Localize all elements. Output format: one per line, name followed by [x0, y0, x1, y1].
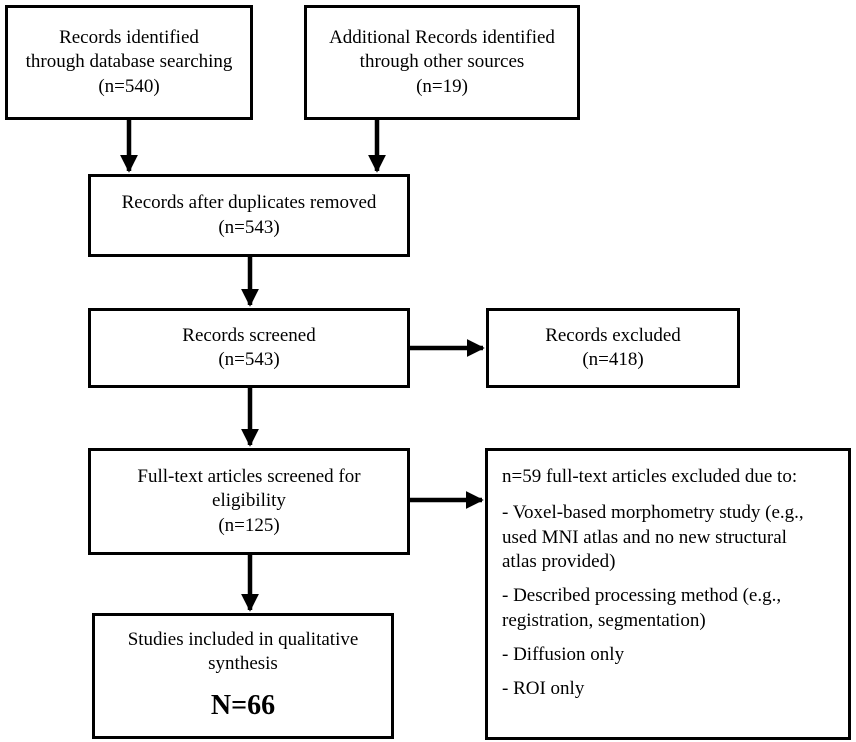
box-text: through database searching	[25, 51, 233, 73]
box-text: Records identified	[59, 27, 199, 49]
exclusion-reason-line: used MNI atlas and no new structural	[502, 526, 787, 548]
exclusion-reason-roi: - ROI only	[502, 677, 584, 701]
full-text-screened-box: Full-text articles screened for eligibil…	[88, 448, 410, 555]
box-count: (n=19)	[416, 75, 468, 97]
box-text: Records excluded	[545, 324, 681, 346]
exclusion-reason-vbm: - Voxel-based morphometry study (e.g., u…	[502, 501, 804, 574]
studies-included-box: Studies included in qualitative synthesi…	[92, 613, 394, 739]
box-text: Records screened	[182, 324, 316, 346]
box-count: (n=540)	[98, 75, 160, 97]
box-count: (n=543)	[218, 349, 280, 370]
box-count: (n=543)	[218, 216, 280, 238]
exclusion-reason-line: - Described processing method (e.g.,	[502, 585, 782, 607]
exclusion-reason-line: atlas provided)	[502, 550, 616, 572]
box-text: Full-text articles screened for	[137, 466, 361, 488]
box-count: (n=418)	[582, 349, 644, 370]
records-screened-box: Records screened (n=543)	[88, 308, 410, 388]
records-identified-database-box: Records identified through database sear…	[5, 5, 253, 120]
box-text: Records after duplicates removed	[121, 192, 377, 214]
box-text: eligibility	[212, 490, 286, 512]
box-count: (n=125)	[218, 514, 280, 536]
exclusion-heading: n=59 full-text articles excluded due to:	[502, 466, 798, 487]
exclusion-reason-diffusion: - Diffusion only	[502, 643, 624, 667]
records-identified-other-box: Additional Records identified through ot…	[304, 5, 580, 120]
included-total: N=66	[210, 690, 276, 722]
box-text: Studies included in qualitative	[127, 628, 359, 650]
duplicates-removed-box: Records after duplicates removed (n=543)	[88, 174, 410, 257]
exclusion-reason-line: - Diffusion only	[502, 643, 625, 665]
exclusion-reason-line: - Voxel-based morphometry study (e.g.,	[502, 502, 804, 524]
box-text: through other sources	[359, 51, 525, 73]
exclusion-reason-line: - ROI only	[502, 678, 585, 700]
full-text-excluded-box: n=59 full-text articles excluded due to:…	[485, 448, 851, 740]
records-excluded-box: Records excluded (n=418)	[486, 308, 740, 388]
exclusion-reason-processing: - Described processing method (e.g., reg…	[502, 584, 781, 633]
box-text: Additional Records identified	[329, 27, 555, 49]
exclusion-reason-line: registration, segmentation)	[502, 609, 706, 631]
box-text: synthesis	[208, 653, 278, 675]
